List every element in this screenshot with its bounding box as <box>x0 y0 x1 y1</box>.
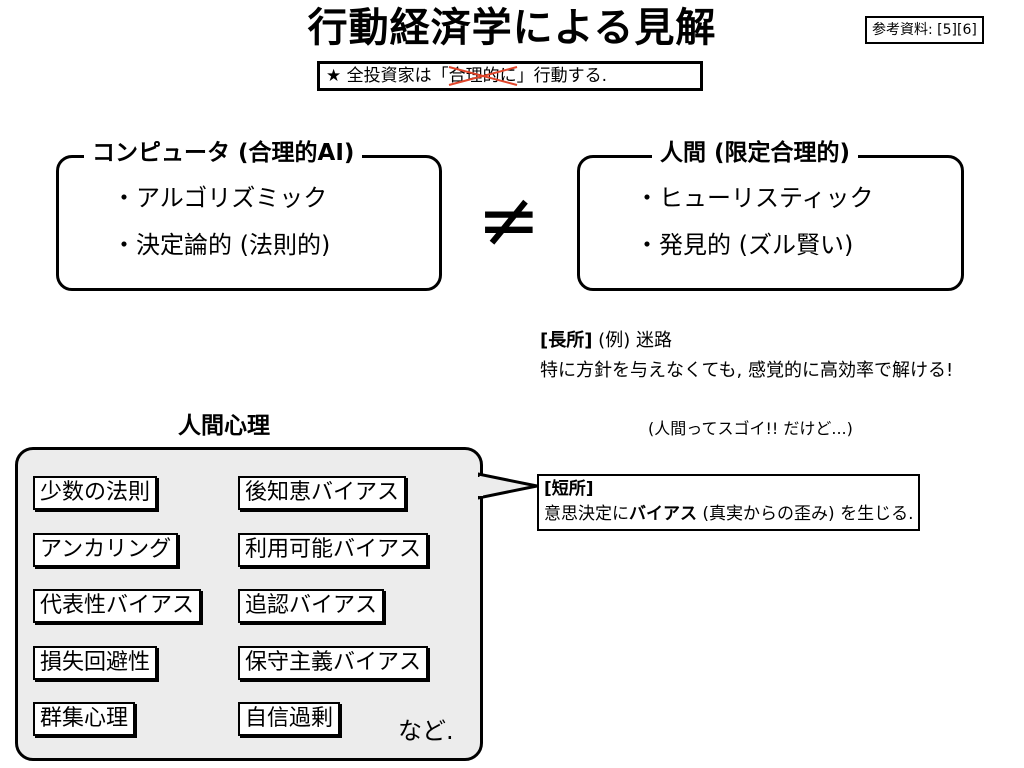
bias-chip-left-2: アンカリング <box>33 533 179 567</box>
bias-chip-left-3: 代表性バイアス <box>33 589 202 623</box>
bias-chip-left-5: 群集心理 <box>33 702 136 736</box>
premise-prefix: 全投資家は「 <box>346 66 449 86</box>
pros-text: 特に方針を与えなくても, 感覚的に高効率で解ける! <box>540 360 954 381</box>
human-item-2: ・発見的 (ズル賢い) <box>635 231 854 259</box>
computer-item-1: ・アルゴリズミック <box>112 184 328 212</box>
slide-title: 行動経済学による見解 <box>307 5 717 51</box>
etc-label: など. <box>398 717 454 745</box>
cons-bias-word: バイアス <box>629 504 697 524</box>
strike-cross-icon <box>448 66 517 86</box>
cons-text: 意思決定にバイアス (真実からの歪み) を生じる. <box>544 502 913 527</box>
bias-chip-right-1: 後知恵バイアス <box>238 476 407 510</box>
callout-pointer <box>478 472 539 500</box>
cons-box: [短所] 意思決定にバイアス (真実からの歪み) を生じる. <box>537 474 921 531</box>
not-equal-symbol: ≠ <box>477 175 541 264</box>
bias-chip-right-2: 利用可能バイアス <box>238 533 429 567</box>
psychology-title: 人間心理 <box>178 413 270 439</box>
pros-label: [長所] <box>540 330 593 351</box>
cons-text-after: (真実からの歪み) を生じる. <box>697 504 914 524</box>
bias-chip-right-5: 自信過剰 <box>238 702 341 736</box>
computer-box <box>56 155 442 291</box>
bias-chip-left-1: 少数の法則 <box>33 476 158 510</box>
bias-chip-right-3: 追認バイアス <box>238 589 385 623</box>
bias-chip-right-4: 保守主義バイアス <box>238 646 429 680</box>
bias-chip-left-4: 損失回避性 <box>33 646 158 680</box>
human-box <box>577 155 964 291</box>
aside-text: (人間ってスゴイ!! だけど...) <box>648 419 853 438</box>
computer-item-2: ・決定論的 (法則的) <box>112 231 331 259</box>
star-icon: ★ <box>326 66 342 86</box>
cons-text-before: 意思決定に <box>544 504 629 524</box>
reference-label: 参考資料: [5][6] <box>865 16 984 44</box>
premise-box: ★ 全投資家は「合理的に」行動する. <box>317 61 703 91</box>
pros-example: (例) 迷路 <box>592 330 672 351</box>
cons-label: [短所] <box>544 479 594 499</box>
human-heading: 人間 (限定合理的) <box>652 138 859 168</box>
human-item-1: ・ヒューリスティック <box>635 184 874 212</box>
computer-heading: コンピュータ (合理的AI) <box>84 138 363 168</box>
premise-suffix: 」行動する. <box>516 66 608 86</box>
pros-line-1: [長所] (例) 迷路 <box>540 328 672 354</box>
struck-text-wrap: 合理的に <box>448 64 517 88</box>
